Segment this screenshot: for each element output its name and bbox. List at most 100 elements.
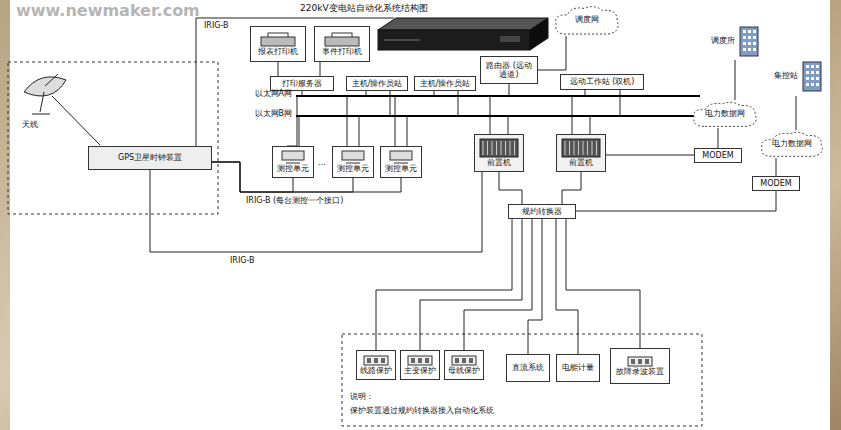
connector bbox=[556, 219, 578, 354]
control-center: 集控站 bbox=[770, 56, 826, 96]
icon-part bbox=[286, 163, 300, 164]
node-text: 远动工作站 (双机) bbox=[570, 77, 635, 86]
rack-icon bbox=[479, 138, 519, 158]
node-text: 电力数据网 bbox=[705, 109, 745, 118]
connector bbox=[566, 219, 640, 348]
node-text: 打印服务器 bbox=[282, 79, 322, 88]
connector bbox=[420, 219, 522, 350]
device-box: 主机/操作员站 bbox=[346, 76, 408, 91]
device-box: 打印服务器 bbox=[270, 76, 334, 91]
protection-device: 母线保护 bbox=[444, 350, 484, 380]
terminal-unit: 测控单元 bbox=[380, 146, 422, 178]
icon-part bbox=[374, 358, 378, 363]
satellite-dish bbox=[24, 74, 100, 145]
server-detail bbox=[384, 40, 420, 41]
terminal-icon bbox=[386, 150, 416, 164]
icon-part bbox=[816, 71, 819, 74]
icon-part bbox=[638, 359, 642, 364]
icon-part bbox=[753, 36, 756, 39]
dish-feed bbox=[45, 74, 58, 86]
connector bbox=[150, 170, 482, 252]
icon-part bbox=[816, 83, 819, 86]
node-text: MODEM bbox=[760, 179, 791, 188]
server-top bbox=[378, 18, 548, 30]
icon-part bbox=[282, 151, 304, 160]
icon-part bbox=[462, 358, 466, 363]
connector bbox=[718, 128, 719, 148]
dashed-region bbox=[8, 62, 702, 426]
icon-part bbox=[587, 141, 588, 155]
icon-part bbox=[748, 30, 751, 33]
connector bbox=[299, 117, 300, 146]
diagram-title: 220kV变电站自动化系统结构图 bbox=[300, 2, 428, 15]
signal-label: IRIG-B bbox=[230, 256, 255, 265]
icon-part bbox=[418, 358, 422, 363]
network-cloud: 电力数据网 bbox=[758, 130, 826, 158]
device-box: 路由器 (远动通道) bbox=[480, 56, 538, 84]
icon-part bbox=[455, 358, 459, 363]
connector bbox=[776, 158, 777, 176]
icon-part bbox=[556, 7, 618, 34]
node-text: 电能计量 bbox=[562, 363, 594, 372]
dish-base bbox=[32, 114, 50, 115]
icon-part bbox=[367, 358, 371, 363]
node-text: 故障录波装置 bbox=[616, 367, 664, 376]
relay-icon bbox=[363, 355, 389, 366]
icon-part bbox=[381, 358, 385, 363]
device-box: 规约转换器 bbox=[508, 204, 576, 219]
protection-device: 线路保护 bbox=[356, 350, 396, 380]
connector bbox=[359, 117, 360, 146]
icon-part bbox=[408, 356, 432, 365]
icon-part bbox=[806, 77, 809, 80]
node-text: 主机/操作员站 bbox=[420, 79, 471, 88]
device-box: 主机/操作员站 bbox=[414, 76, 476, 91]
node-text: 调度网 bbox=[575, 15, 599, 24]
connector bbox=[320, 62, 321, 76]
icon-part bbox=[487, 141, 488, 155]
node-text: 报表打印机 bbox=[258, 47, 298, 56]
relay-icon bbox=[627, 356, 653, 367]
icon-part bbox=[743, 30, 746, 33]
icon-part bbox=[346, 163, 360, 164]
icon-part bbox=[748, 36, 751, 39]
printer-box: 事件打印机 bbox=[314, 26, 370, 62]
node-text: 线路保护 bbox=[360, 366, 392, 375]
antenna-cable bbox=[52, 96, 100, 145]
node-text: 母线保护 bbox=[448, 366, 480, 375]
node-text: 事件打印机 bbox=[322, 47, 362, 56]
terminal-icon bbox=[278, 150, 308, 164]
connector bbox=[538, 36, 566, 70]
node-text: 主变保护 bbox=[404, 366, 436, 375]
connector bbox=[528, 219, 542, 354]
icon-part bbox=[501, 141, 502, 155]
icon-part bbox=[411, 358, 415, 363]
icon-part bbox=[740, 27, 758, 56]
signal-label: IRIG-B bbox=[204, 21, 229, 30]
note-text: 保护装置通过规约转换器接入自动化系统 bbox=[350, 406, 494, 415]
connector bbox=[735, 60, 736, 100]
icon-part bbox=[505, 141, 506, 155]
node-text: 以太网A网 bbox=[255, 89, 292, 98]
icon-part bbox=[645, 359, 649, 364]
dish-stand bbox=[40, 92, 44, 112]
icon-part bbox=[762, 132, 823, 156]
icon-part bbox=[811, 71, 814, 74]
server bbox=[378, 18, 548, 50]
icon-part bbox=[480, 139, 518, 157]
icon-part bbox=[569, 141, 570, 155]
connector bbox=[499, 172, 522, 204]
icon-part bbox=[743, 36, 746, 39]
node-text: 测控单元 bbox=[385, 164, 417, 173]
connector bbox=[509, 84, 510, 95]
protection-device: 故障录波装置 bbox=[610, 348, 670, 384]
node-text: GPS卫星时钟装置 bbox=[118, 153, 182, 162]
terminal-unit: 测控单元 bbox=[272, 146, 314, 178]
connector bbox=[562, 172, 581, 204]
icon-part bbox=[425, 358, 429, 363]
icon-part bbox=[483, 141, 484, 155]
node-text: 调度所 bbox=[711, 36, 735, 45]
node-text: 直流系统 bbox=[512, 363, 544, 372]
connector bbox=[376, 219, 512, 350]
connector bbox=[347, 97, 348, 146]
connector bbox=[590, 117, 591, 134]
